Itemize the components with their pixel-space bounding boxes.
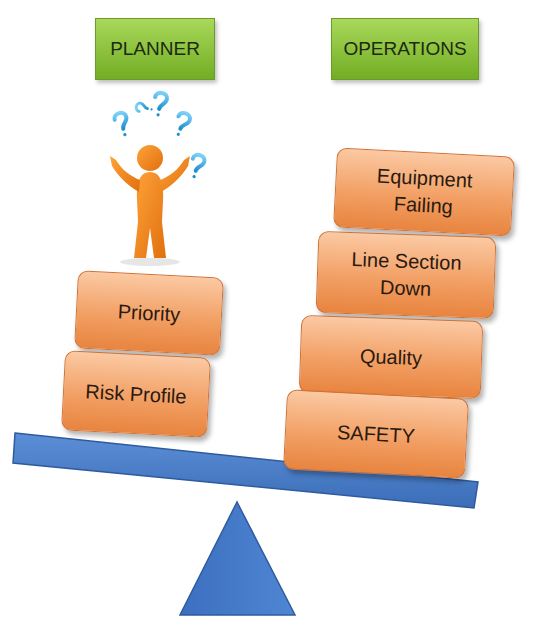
- box-label: Priority: [117, 298, 181, 328]
- factor-block: Equipment Failing: [333, 147, 515, 236]
- factor-block: Line Section Down: [316, 231, 497, 319]
- box-label: Risk Profile: [85, 378, 187, 410]
- factor-block: SAFETY: [283, 389, 469, 478]
- factor-block: Risk Profile: [61, 350, 211, 438]
- role-header: PLANNER: [95, 18, 215, 80]
- box-label: PLANNER: [110, 36, 200, 62]
- box-label: Line Section Down: [330, 245, 482, 304]
- juggling-person: [110, 145, 190, 266]
- box-label: Equipment Failing: [358, 162, 491, 223]
- role-header: OPERATIONS: [331, 18, 479, 80]
- fulcrum-triangle: [180, 502, 295, 615]
- question-marks: [113, 92, 205, 180]
- box-label: Quality: [359, 342, 422, 371]
- factor-block: Quality: [299, 315, 484, 399]
- box-label: SAFETY: [336, 418, 415, 449]
- factor-block: Priority: [74, 270, 224, 356]
- box-label: OPERATIONS: [343, 36, 466, 62]
